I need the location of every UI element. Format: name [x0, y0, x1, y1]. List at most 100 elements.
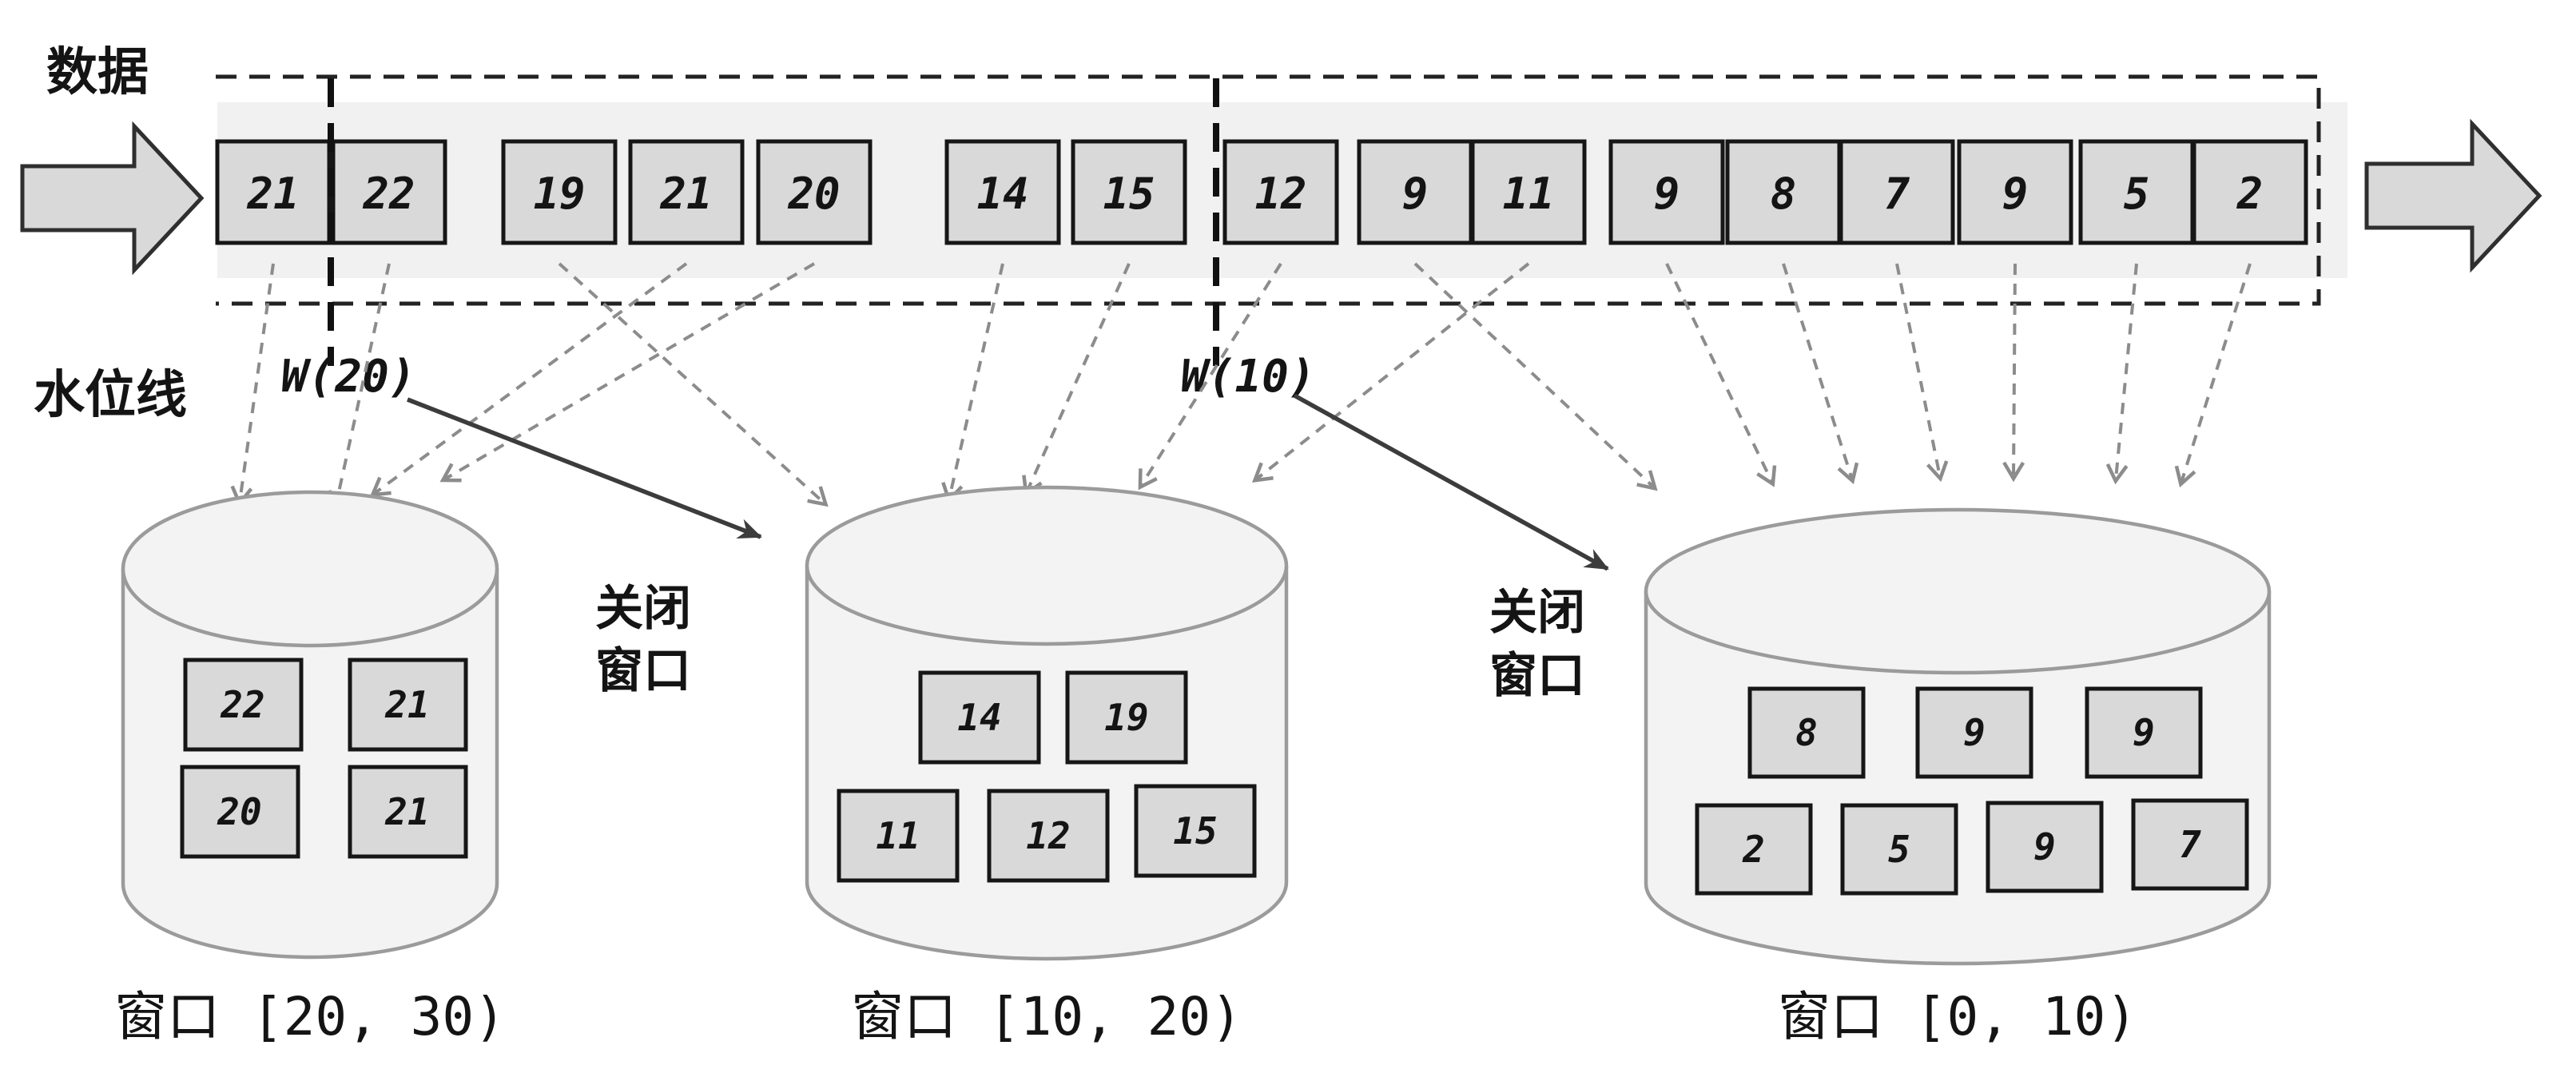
event-assign-arrow	[1413, 262, 1658, 491]
event-value: 7	[1884, 169, 1910, 219]
bucket-event-box: 7	[2131, 798, 2249, 891]
event-value: 9	[1963, 711, 1986, 754]
stream-event-box: 21	[215, 139, 332, 245]
event-value: 21	[659, 169, 712, 219]
stream-event-box: 11	[1470, 139, 1587, 245]
event-value: 22	[362, 169, 415, 219]
stream-event-box: 14	[944, 139, 1061, 245]
bucket-event-box: 8	[1747, 686, 1866, 779]
event-value: 21	[384, 790, 429, 833]
event-assign-arrow	[558, 262, 829, 507]
stream-event-box: 20	[756, 139, 873, 245]
bucket-event-box: 21	[348, 765, 468, 859]
event-value: 20	[217, 790, 261, 833]
event-value: 14	[976, 169, 1028, 219]
stream-inflow-arrow-icon	[20, 121, 205, 276]
window-title: 窗口 [0, 10)	[1778, 986, 2137, 1047]
bucket-event-box: 15	[1134, 784, 1257, 878]
bucket-event-box: 14	[918, 670, 1041, 765]
event-assign-arrow	[1022, 263, 1131, 497]
bucket-event-box: 11	[837, 789, 960, 883]
stream-label: 数据	[46, 43, 149, 101]
event-value: 19	[533, 169, 585, 219]
event-value: 5	[1888, 828, 1910, 871]
stream-event-box: 2	[2192, 139, 2308, 245]
watermark-label-w10: W(10)	[1181, 351, 1316, 403]
stream-event-box: 8	[1725, 139, 1842, 245]
event-assign-arrow	[2174, 263, 2252, 488]
event-value: 15	[1103, 169, 1155, 219]
stream-outflow-arrow-icon	[2364, 118, 2542, 273]
event-assign-arrow	[230, 263, 275, 507]
window-bucket-0-10: 8 9 9 2 5 9 7	[1644, 507, 2272, 966]
bucket-event-box: 19	[1065, 670, 1188, 765]
bucket-event-box: 9	[1986, 801, 2104, 893]
event-value: 22	[220, 683, 264, 726]
close-window-arrow-w10	[1293, 393, 1609, 571]
stream-event-box: 19	[501, 139, 618, 245]
stream-event-box: 5	[2078, 139, 2195, 245]
stream-boundary-dashed-box	[216, 74, 2321, 306]
event-assign-arrow	[1665, 263, 1777, 487]
event-assign-arrow	[369, 262, 688, 497]
stream-event-box: 7	[1839, 139, 1955, 245]
event-value: 9	[1654, 169, 1680, 219]
event-assign-arrow	[1252, 262, 1530, 483]
close-window-label: 关闭 窗口	[595, 582, 691, 698]
bucket-event-box: 5	[1840, 803, 1958, 896]
close-window-label: 关闭 窗口	[1489, 586, 1585, 702]
event-value: 8	[1795, 711, 1818, 754]
bucket-event-box: 21	[348, 658, 468, 752]
event-value: 15	[1173, 809, 1217, 852]
stream-event-box: 9	[1357, 139, 1473, 245]
event-value: 11	[1502, 169, 1554, 219]
event-value: 21	[384, 683, 429, 726]
event-value: 11	[876, 814, 920, 857]
event-value: 21	[246, 169, 299, 219]
event-value: 2	[2236, 169, 2264, 219]
stream-event-row: 21 22 19 21 20 14 15 12 9 11 9 8 7 9 5 2	[215, 139, 2308, 245]
watermark-axis-label: 水位线	[34, 366, 187, 423]
event-value: 19	[1104, 696, 1148, 739]
stream-event-box: 12	[1222, 139, 1339, 245]
window-title: 窗口 [10, 20)	[851, 986, 1242, 1047]
event-assign-arrow	[2105, 263, 2138, 485]
close-window-line1: 关闭	[595, 582, 691, 635]
event-value: 8	[1771, 169, 1797, 219]
event-value: 20	[787, 169, 840, 219]
bucket-event-box: 20	[180, 765, 300, 859]
event-value: 12	[1026, 814, 1070, 857]
window-bucket-10-20: 14 19 11 12 15	[805, 485, 1289, 961]
assign-arrows-window-10-20	[558, 262, 1530, 507]
bucket-top	[805, 485, 1289, 646]
close-window-line1: 关闭	[1489, 586, 1585, 639]
stream-event-box: 9	[1608, 139, 1725, 245]
bucket-event-box: 2	[1695, 803, 1813, 896]
event-assign-arrow	[328, 263, 391, 512]
event-assign-arrow	[1782, 263, 1859, 485]
event-assign-arrow	[1138, 262, 1282, 491]
bucket-event-box: 12	[987, 789, 1110, 883]
event-assign-arrow	[439, 262, 816, 483]
bucket-event-box: 9	[2085, 686, 2203, 779]
event-value: 9	[2002, 169, 2029, 219]
event-value: 12	[1254, 169, 1306, 219]
stream-event-box: 22	[331, 139, 447, 245]
event-value: 7	[2179, 823, 2201, 866]
stream-event-box: 15	[1071, 139, 1187, 245]
window-title: 窗口 [20, 30)	[114, 986, 506, 1047]
bucket-top	[1644, 507, 2272, 675]
close-window-line2: 窗口	[1489, 649, 1585, 702]
assign-arrows-window-0-10	[1413, 262, 2252, 491]
event-value: 2	[1742, 828, 1765, 871]
event-assign-arrow	[1895, 263, 1949, 483]
bucket-top	[121, 490, 499, 648]
stream-event-box: 9	[1957, 139, 2073, 245]
stream-event-box: 21	[628, 139, 745, 245]
assign-arrows-window-20-30	[230, 262, 816, 512]
event-value: 9	[1402, 169, 1429, 219]
event-value: 9	[2033, 825, 2056, 868]
event-assign-arrow	[941, 263, 1004, 504]
